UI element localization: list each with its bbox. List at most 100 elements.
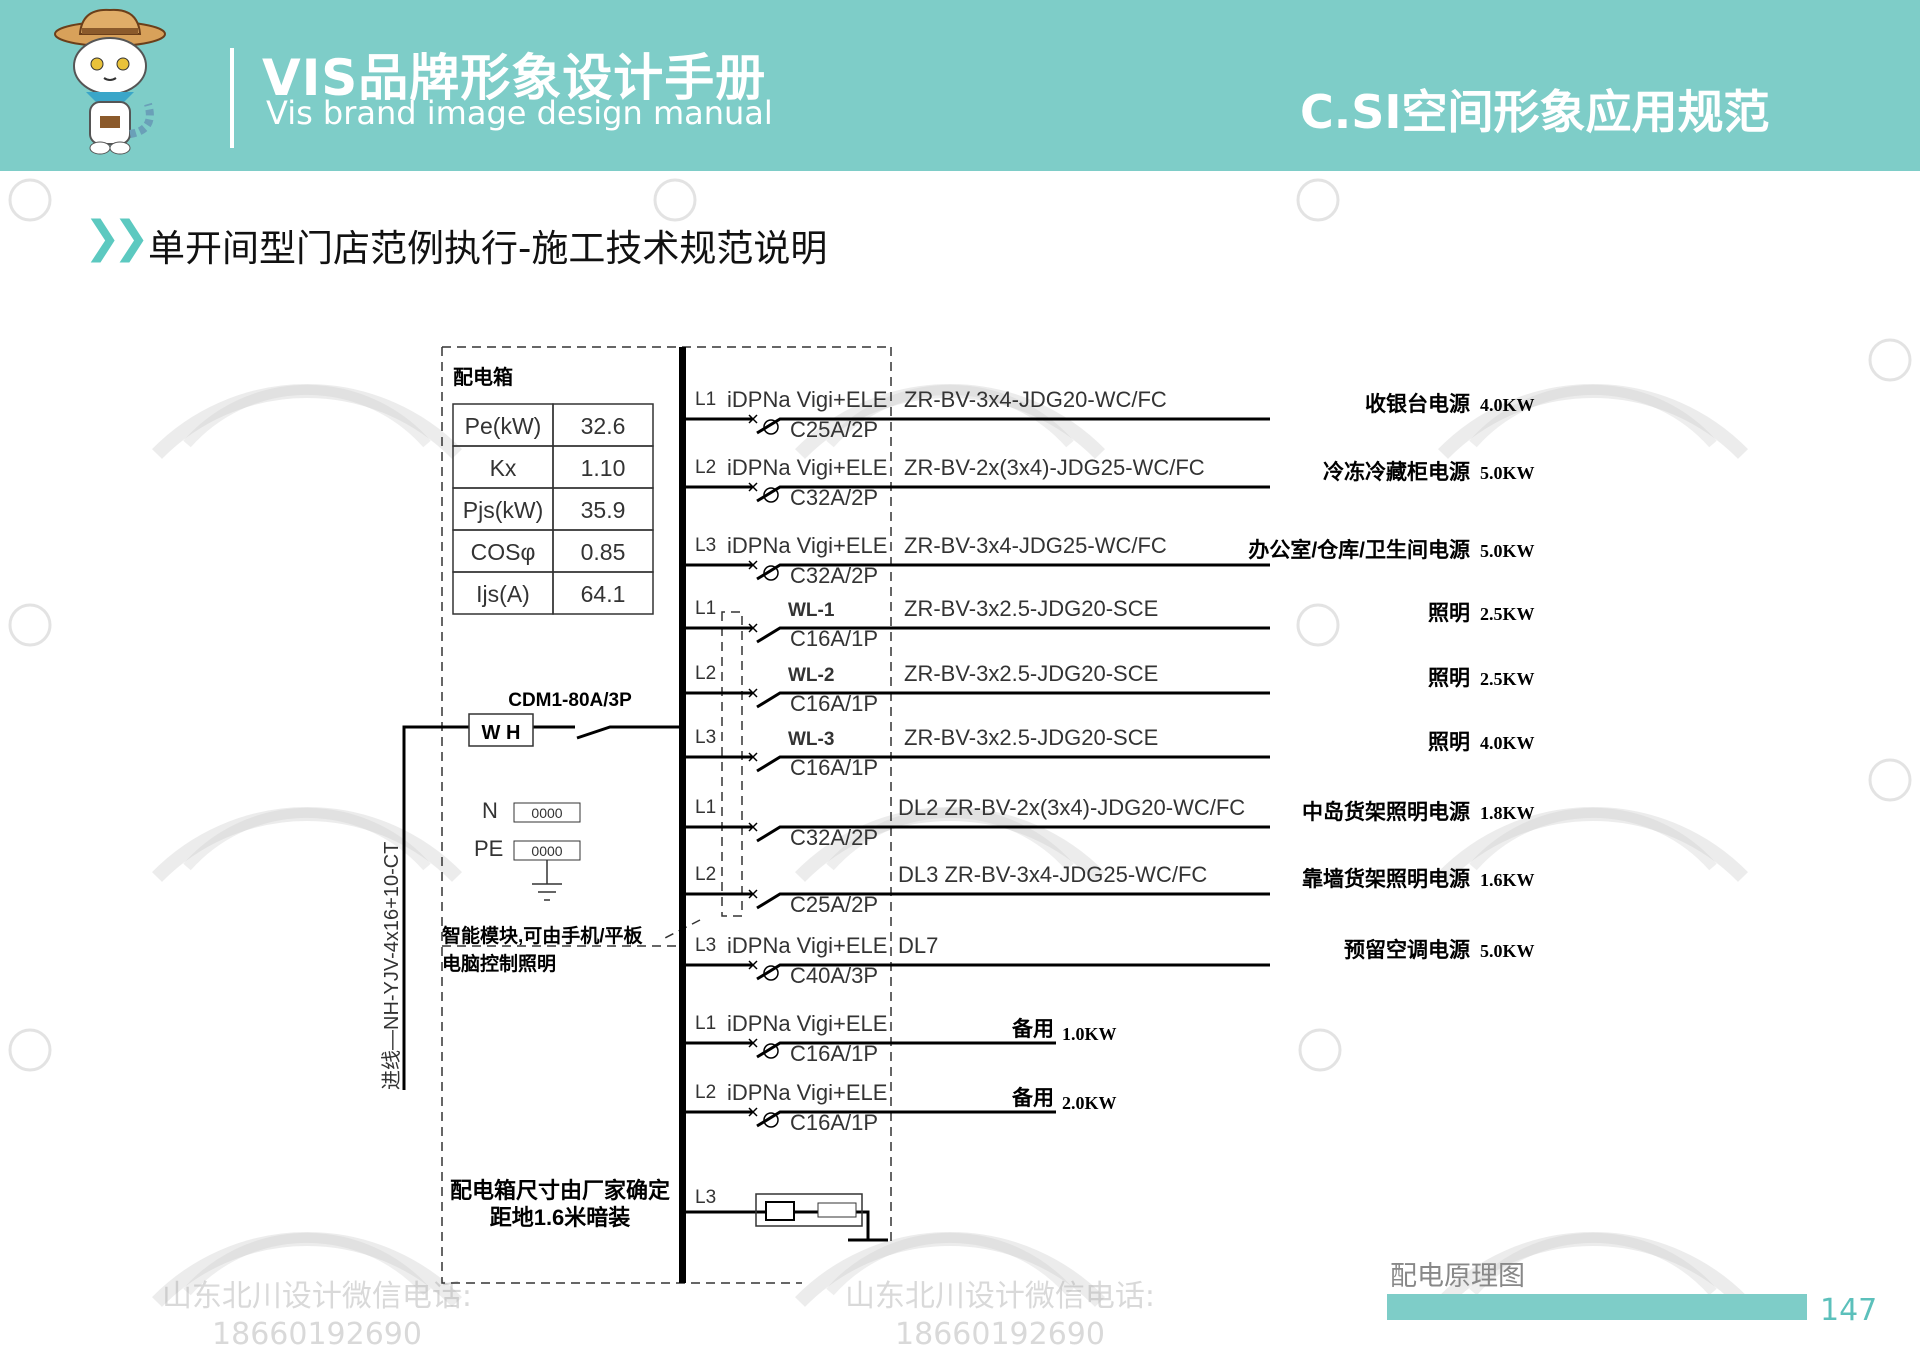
watermark-arc — [152, 1231, 462, 1307]
spd-phase-label: L3 — [695, 1187, 716, 1208]
spd-line — [682, 1210, 888, 1242]
cable-spec: DL7 — [898, 933, 938, 958]
breaker-x-icon — [748, 1038, 758, 1048]
watermark-circle — [653, 178, 697, 222]
watermark-arc — [795, 383, 1105, 459]
load-name: 冷冻冷藏柜电源 — [1323, 460, 1470, 484]
watermark-arc — [826, 807, 1074, 871]
cable-spec: ZR-BV-3x4-JDG25-WC/FC — [904, 533, 1167, 558]
load-power: 1.0KW — [1062, 1024, 1117, 1044]
watermark-arc — [826, 1232, 1074, 1296]
breaker-spec: C32A/2P — [790, 563, 878, 588]
load-power: 1.8KW — [1480, 803, 1535, 823]
phase-label: L1 — [695, 1013, 716, 1034]
panel-install-note: 距地1.6米暗装 — [490, 1205, 631, 1230]
load-name: 照明 — [1428, 731, 1470, 754]
watermark-arc — [795, 806, 1105, 882]
rcd-icon — [763, 419, 779, 435]
watermark-arc — [183, 1232, 431, 1296]
neutral-terminal-label: 0000 — [531, 805, 562, 821]
watermark-arc — [1438, 1231, 1748, 1307]
phase-label: L1 — [695, 797, 716, 818]
incoming-cable-label: 进线—NH-YJV-4x16+10-CT — [380, 842, 403, 1090]
breaker-type: iDPNa Vigi+ELE — [727, 455, 887, 480]
manual-title: VIS品牌形象设计手册 — [262, 49, 767, 107]
surge-protector-element — [817, 1202, 857, 1218]
breaker-spec: C25A/2P — [790, 417, 878, 442]
breaker-spec: C32A/2P — [790, 825, 878, 850]
watermark-text: 山东北川设计微信电话: — [162, 1279, 472, 1314]
breaker-type: WL-3 — [788, 729, 834, 750]
busbar — [679, 347, 686, 1283]
phase-label: L2 — [695, 1082, 716, 1103]
load-name: 办公室/仓库/卫生间电源 — [1248, 538, 1470, 562]
phase-label: L1 — [695, 389, 716, 410]
watermark-arc — [795, 1231, 1105, 1307]
circuit-list: L1 iDPNa Vigi+ELE C25A/2P ZR-BV-3x4-JDG20-W… — [682, 387, 1535, 1135]
load-power: 5.0KW — [1480, 941, 1535, 961]
load-name: 中岛货架照明电源 — [1302, 800, 1470, 824]
breaker-spec: C16A/1P — [790, 691, 878, 716]
table-value: 32.6 — [581, 413, 626, 439]
watermark-arc — [1469, 384, 1717, 448]
watermark-circle — [8, 603, 52, 647]
breaker-spec: C16A/1P — [790, 626, 878, 651]
cat-mascot-logo — [54, 8, 166, 155]
phase-label: L2 — [695, 663, 716, 684]
cable-spec: DL3 ZR-BV-3x4-JDG25-WC/FC — [898, 862, 1207, 887]
neutral-terminal — [513, 802, 581, 823]
pe-terminal-label: 0000 — [531, 843, 562, 859]
breaker-x-icon — [748, 414, 758, 424]
circuit-line — [682, 825, 1270, 843]
cable-spec: DL2 ZR-BV-2x(3x4)-JDG20-WC/FC — [898, 795, 1245, 820]
watermark-arc — [152, 806, 462, 882]
breaker-spec: C16A/1P — [790, 1110, 878, 1135]
watermark-arc — [183, 807, 431, 871]
main-switch-spec: CDM1-80A/3P — [508, 690, 632, 711]
table-value: 0.85 — [581, 539, 626, 565]
rcd-icon — [763, 565, 779, 581]
watermark-circle — [1298, 1028, 1342, 1072]
circuit-line — [682, 755, 1270, 773]
cable-spec: ZR-BV-2x(3x4)-JDG25-WC/FC — [904, 455, 1205, 480]
load-power: 5.0KW — [1480, 463, 1535, 483]
cable-spec: ZR-BV-3x4-JDG20-WC/FC — [904, 387, 1167, 412]
neutral-label: N — [482, 798, 498, 823]
watermark-arc — [1469, 807, 1717, 871]
section-heading: C.SI空间形象应用规范 — [1300, 85, 1770, 139]
breaker-x-icon — [748, 960, 758, 970]
load-power: 2.5KW — [1480, 669, 1535, 689]
cable-spec: ZR-BV-3x2.5-JDG20-SCE — [904, 596, 1158, 621]
watermark-circle — [1868, 758, 1912, 802]
watermark-circle — [8, 1028, 52, 1072]
phase-label: L2 — [695, 864, 716, 885]
ground-icon — [532, 860, 562, 901]
phase-label: L3 — [695, 535, 716, 556]
circuit-line — [682, 485, 1270, 503]
cable-spec: ZR-BV-3x2.5-JDG20-SCE — [904, 725, 1158, 750]
load-name: 靠墙货架照明电源 — [1302, 867, 1470, 891]
manual-subtitle: Vis brand image design manual — [266, 94, 773, 132]
watermark-circle — [8, 178, 52, 222]
rcd-icon — [763, 1043, 779, 1059]
breaker-type: iDPNa Vigi+ELE — [727, 1011, 887, 1036]
circuit-line — [682, 417, 1270, 435]
load-name: 预留空调电源 — [1344, 938, 1470, 962]
header-band — [0, 0, 1920, 171]
watermark-circle — [1296, 603, 1340, 647]
table-param: Pjs(kW) — [463, 497, 543, 523]
rcd-icon — [763, 965, 779, 981]
breaker-spec: C32A/2P — [790, 485, 878, 510]
surge-protector-fuse — [765, 1201, 795, 1221]
page-number: 147 — [1820, 1293, 1878, 1328]
breaker-x-icon — [748, 623, 758, 633]
circuit-line — [682, 691, 1270, 709]
panel-size-note: 配电箱尺寸由厂家确定 — [450, 1178, 670, 1203]
